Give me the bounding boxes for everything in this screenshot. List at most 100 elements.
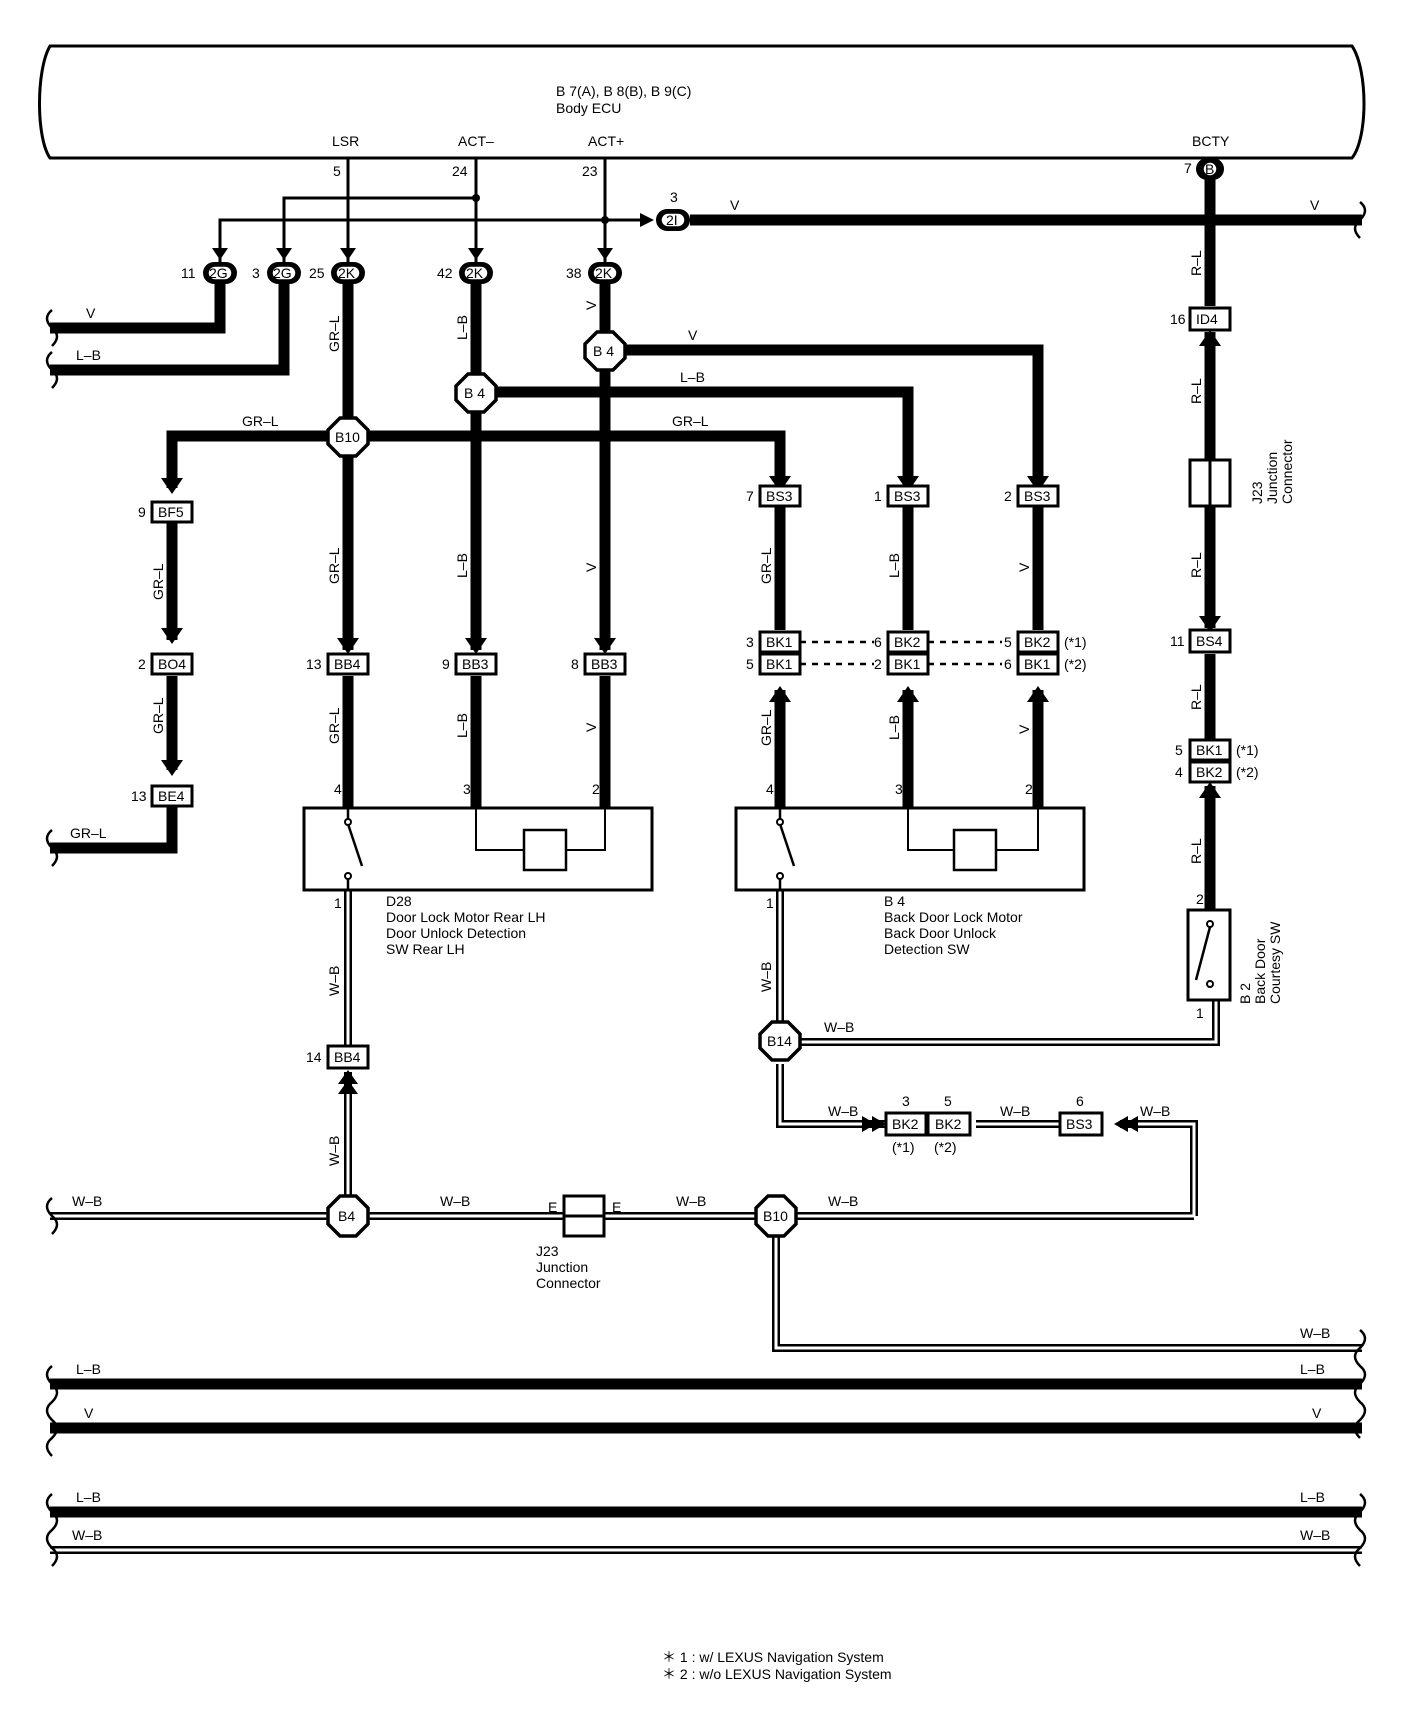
connector-2k-b: 2K 42 bbox=[437, 262, 493, 284]
svg-text:B 4: B 4 bbox=[884, 893, 905, 909]
ecu-pin-act-minus: 24 bbox=[452, 163, 468, 179]
svg-text:2: 2 bbox=[1004, 488, 1012, 504]
ecu-title-line1: B 7(A), B 8(B), B 9(C) bbox=[556, 83, 691, 99]
svg-text:(*2): (*2) bbox=[934, 1139, 957, 1155]
svg-text:W–B: W–B bbox=[824, 1019, 854, 1035]
svg-text:W–B: W–B bbox=[828, 1103, 858, 1119]
svg-text:1: 1 bbox=[1196, 1005, 1204, 1021]
svg-text:W–B: W–B bbox=[1000, 1103, 1030, 1119]
ecu-terminal-act-minus: ACT– bbox=[458, 133, 494, 149]
connector-bs3-b: BS3 1 bbox=[874, 484, 930, 508]
svg-text:1: 1 bbox=[334, 895, 342, 911]
svg-text:R–L: R–L bbox=[1188, 378, 1204, 404]
svg-text:BS3: BS3 bbox=[766, 488, 793, 504]
svg-text:B4: B4 bbox=[338, 1208, 355, 1224]
connector-be4: BE4 13 bbox=[131, 784, 194, 808]
svg-text:J23: J23 bbox=[536, 1243, 559, 1259]
svg-text:GR–L: GR–L bbox=[326, 315, 342, 352]
svg-text:BS4: BS4 bbox=[1196, 633, 1223, 649]
connector-bk-col3: BK2 BK1 5 6 (*1) (*2) bbox=[1004, 630, 1087, 676]
svg-text:BF5: BF5 bbox=[158, 504, 184, 520]
connector-2k-a: 2K 25 bbox=[309, 262, 365, 284]
svg-text:L–B: L–B bbox=[886, 553, 902, 578]
svg-text:R–L: R–L bbox=[1188, 552, 1204, 578]
svg-text:BE4: BE4 bbox=[158, 788, 185, 804]
svg-text:W–B: W–B bbox=[758, 962, 774, 992]
svg-text:R–L: R–L bbox=[1188, 250, 1204, 276]
svg-text:BK2: BK2 bbox=[894, 634, 921, 650]
connector-bcty: B bbox=[1196, 158, 1224, 180]
svg-text:BK1: BK1 bbox=[1024, 656, 1051, 672]
svg-text:R–L: R–L bbox=[1188, 684, 1204, 710]
wire-labels: V V V L–B GR–L GR–L L–B V GR–L GR–L L–B … bbox=[70, 197, 1330, 1543]
connector-2k-c: 2K 38 bbox=[566, 262, 622, 284]
svg-text:2K: 2K bbox=[595, 265, 613, 281]
svg-text:Connector: Connector bbox=[1279, 439, 1295, 504]
connector-bk-right: BK1 BK2 5 4 (*1) (*2) bbox=[1175, 738, 1259, 784]
svg-text:W–B: W–B bbox=[1300, 1527, 1330, 1543]
ecu-title-line2: Body ECU bbox=[556, 100, 621, 116]
variant-note-2: (*2) bbox=[1064, 656, 1087, 672]
svg-text:B 2: B 2 bbox=[1237, 983, 1253, 1004]
connector-bb3-a: BB3 9 bbox=[442, 652, 498, 676]
svg-text:B 4: B 4 bbox=[464, 385, 485, 401]
svg-text:9: 9 bbox=[138, 504, 146, 520]
svg-text:W–B: W–B bbox=[676, 1193, 706, 1209]
connector-2g-b: 2G 3 bbox=[252, 262, 301, 284]
svg-text:D28: D28 bbox=[386, 893, 412, 909]
connector-bs3-bottom: BS3 6 bbox=[1058, 1093, 1104, 1137]
svg-text:Back Door Lock Motor: Back Door Lock Motor bbox=[884, 909, 1023, 925]
thick-wires bbox=[50, 178, 1362, 1518]
connector-bs3-a: BS3 7 bbox=[746, 484, 802, 508]
svg-text:V: V bbox=[86, 305, 96, 321]
svg-text:GR–L: GR–L bbox=[758, 709, 774, 746]
j23-right: O O J23 Junction Connector bbox=[1188, 439, 1295, 527]
svg-text:V: V bbox=[730, 197, 740, 213]
svg-text:BK2: BK2 bbox=[935, 1116, 962, 1132]
svg-text:W–B: W–B bbox=[1140, 1103, 1170, 1119]
svg-text:14: 14 bbox=[306, 1049, 322, 1065]
svg-text:V: V bbox=[688, 327, 698, 343]
svg-text:16: 16 bbox=[1170, 311, 1186, 327]
svg-text:V: V bbox=[1016, 562, 1032, 572]
svg-text:E: E bbox=[612, 1199, 621, 1215]
wb-arrowheads bbox=[338, 1070, 1138, 1132]
svg-text:(*1): (*1) bbox=[1236, 742, 1259, 758]
pill-connectors: 2I 3 2G 11 2G 3 2K 25 2K 42 bbox=[181, 158, 1224, 284]
svg-text:3: 3 bbox=[746, 634, 754, 650]
svg-text:Junction: Junction bbox=[1264, 452, 1280, 504]
svg-text:W–B: W–B bbox=[828, 1193, 858, 1209]
svg-text:(*2): (*2) bbox=[1236, 764, 1259, 780]
svg-text:BK1: BK1 bbox=[1196, 742, 1223, 758]
svg-text:13: 13 bbox=[306, 656, 322, 672]
j23-bottom: E E J23 Junction Connector bbox=[536, 1194, 621, 1291]
svg-text:GR–L: GR–L bbox=[326, 547, 342, 584]
svg-text:7: 7 bbox=[746, 488, 754, 504]
svg-text:6: 6 bbox=[1004, 656, 1012, 672]
svg-text:B10: B10 bbox=[335, 429, 360, 445]
svg-text:2G: 2G bbox=[273, 265, 292, 281]
junction-b4-lb: B 4 bbox=[454, 372, 498, 414]
connector-bb4-top: BB4 13 bbox=[306, 652, 370, 676]
svg-text:4: 4 bbox=[1175, 764, 1183, 780]
connector-bb3-b: BB3 8 bbox=[571, 652, 627, 676]
svg-text:GR–L: GR–L bbox=[758, 547, 774, 584]
svg-text:BS3: BS3 bbox=[1024, 488, 1051, 504]
svg-text:L–B: L–B bbox=[454, 553, 470, 578]
component-d28: 4 3 2 1 D28 Door Lock Motor Rear LH Door… bbox=[302, 781, 654, 957]
connector-bs4: BS4 11 bbox=[1170, 628, 1232, 654]
body-ecu: B 7(A), B 8(B), B 9(C) Body ECU LSR ACT–… bbox=[38, 44, 1366, 160]
svg-text:2: 2 bbox=[1025, 781, 1033, 797]
svg-text:2: 2 bbox=[592, 781, 600, 797]
svg-text:Junction: Junction bbox=[536, 1259, 588, 1275]
svg-text:BK2: BK2 bbox=[1196, 764, 1223, 780]
wire-breaks bbox=[45, 201, 1367, 1567]
svg-text:BK2: BK2 bbox=[892, 1116, 919, 1132]
ecu-pin-bcty: 7 bbox=[1184, 160, 1192, 176]
svg-text:2I: 2I bbox=[666, 212, 678, 228]
svg-text:6: 6 bbox=[1076, 1093, 1084, 1109]
connector-bo4: BO4 2 bbox=[138, 652, 194, 676]
connector-bf5: BF5 9 bbox=[138, 500, 194, 524]
svg-text:2: 2 bbox=[138, 656, 146, 672]
svg-text:GR–L: GR–L bbox=[150, 563, 166, 600]
